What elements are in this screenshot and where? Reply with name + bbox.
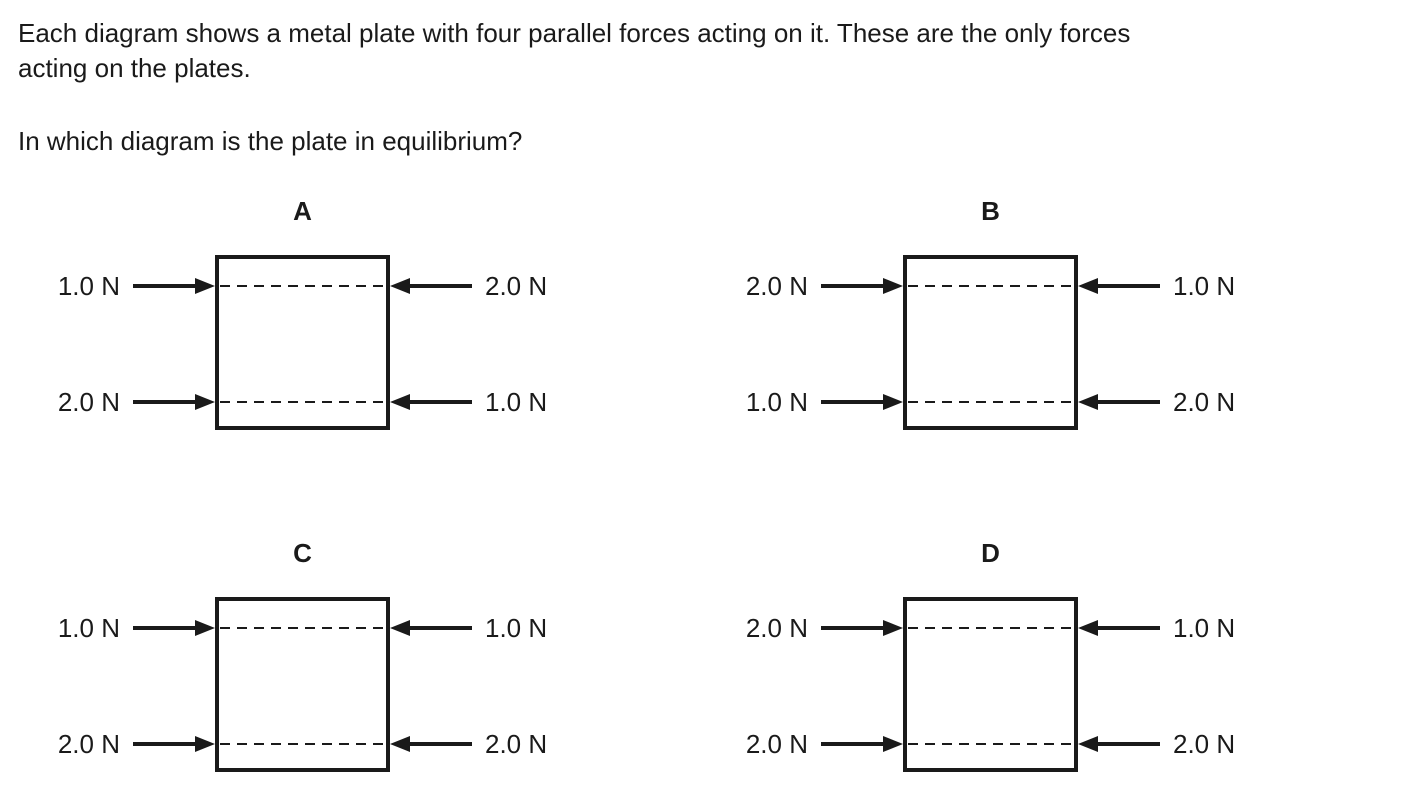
force-value: 1.0 N	[485, 613, 548, 643]
arrow-left-icon	[1078, 278, 1160, 294]
metal-plate	[215, 255, 390, 430]
force-bottom-left: 1.0 N	[708, 385, 903, 419]
diagram-b-label: B	[981, 196, 1000, 226]
force-value: 2.0 N	[485, 271, 548, 301]
question-prompt: In which diagram is the plate in equilib…	[18, 126, 523, 156]
arrow-left-icon	[390, 620, 472, 636]
arrow-left-icon	[1078, 394, 1160, 410]
dashed-force-line-top	[220, 627, 386, 629]
force-value: 2.0 N	[745, 271, 808, 301]
metal-plate	[903, 597, 1078, 772]
diagram-d-label: D	[981, 538, 1000, 568]
force-value: 2.0 N	[745, 729, 808, 759]
arrow-left-icon	[390, 736, 472, 752]
dashed-force-line-bottom	[908, 743, 1074, 745]
force-bottom-left: 2.0 N	[20, 385, 215, 419]
force-value: 1.0 N	[485, 387, 548, 417]
force-top-left: 1.0 N	[20, 269, 215, 303]
dashed-force-line-top	[908, 627, 1074, 629]
arrow-left-icon	[390, 394, 472, 410]
force-bottom-left: 2.0 N	[20, 727, 215, 761]
force-top-right: 2.0 N	[390, 269, 660, 303]
question-intro: Each diagram shows a metal plate with fo…	[18, 16, 1130, 86]
force-bottom-right: 2.0 N	[390, 727, 660, 761]
arrow-right-icon	[133, 620, 215, 636]
force-value: 1.0 N	[745, 387, 808, 417]
arrow-right-icon	[133, 278, 215, 294]
force-value: 2.0 N	[1173, 729, 1236, 759]
arrow-left-icon	[1078, 736, 1160, 752]
force-top-right: 1.0 N	[1078, 611, 1348, 645]
dashed-force-line-top	[908, 285, 1074, 287]
force-value: 1.0 N	[57, 271, 120, 301]
force-bottom-left: 2.0 N	[708, 727, 903, 761]
arrow-left-icon	[390, 278, 472, 294]
diagram-a: A 1.0 N 2.0 N 2.0 N 1.0 N	[20, 190, 660, 450]
force-value: 2.0 N	[57, 729, 120, 759]
force-bottom-right: 2.0 N	[1078, 385, 1348, 419]
force-value: 1.0 N	[1173, 613, 1236, 643]
arrow-right-icon	[133, 736, 215, 752]
dashed-force-line-bottom	[220, 401, 386, 403]
arrow-right-icon	[821, 278, 903, 294]
arrow-right-icon	[821, 736, 903, 752]
force-value: 2.0 N	[745, 613, 808, 643]
force-top-right: 1.0 N	[1078, 269, 1348, 303]
arrow-right-icon	[133, 394, 215, 410]
force-value: 1.0 N	[57, 613, 120, 643]
question-intro-line-2: acting on the plates.	[18, 53, 251, 83]
force-value: 2.0 N	[485, 729, 548, 759]
force-bottom-right: 2.0 N	[1078, 727, 1348, 761]
diagram-c-label: C	[293, 538, 312, 568]
metal-plate	[903, 255, 1078, 430]
arrow-right-icon	[821, 394, 903, 410]
force-top-left: 2.0 N	[708, 269, 903, 303]
metal-plate	[215, 597, 390, 772]
dashed-force-line-bottom	[908, 401, 1074, 403]
force-top-right: 1.0 N	[390, 611, 660, 645]
force-value: 2.0 N	[57, 387, 120, 417]
dashed-force-line-top	[220, 285, 386, 287]
diagram-a-label: A	[293, 196, 312, 226]
dashed-force-line-bottom	[220, 743, 386, 745]
question-intro-line-1: Each diagram shows a metal plate with fo…	[18, 18, 1131, 48]
force-top-left: 1.0 N	[20, 611, 215, 645]
diagram-c: C 1.0 N 1.0 N 2.0 N 2.0 N	[20, 532, 660, 792]
force-bottom-right: 1.0 N	[390, 385, 660, 419]
arrow-right-icon	[821, 620, 903, 636]
diagram-d: D 2.0 N 1.0 N 2.0 N 2.0 N	[708, 532, 1348, 792]
diagram-b: B 2.0 N 1.0 N 1.0 N 2.0 N	[708, 190, 1348, 450]
force-value: 1.0 N	[1173, 271, 1236, 301]
force-top-left: 2.0 N	[708, 611, 903, 645]
arrow-left-icon	[1078, 620, 1160, 636]
force-value: 2.0 N	[1173, 387, 1236, 417]
